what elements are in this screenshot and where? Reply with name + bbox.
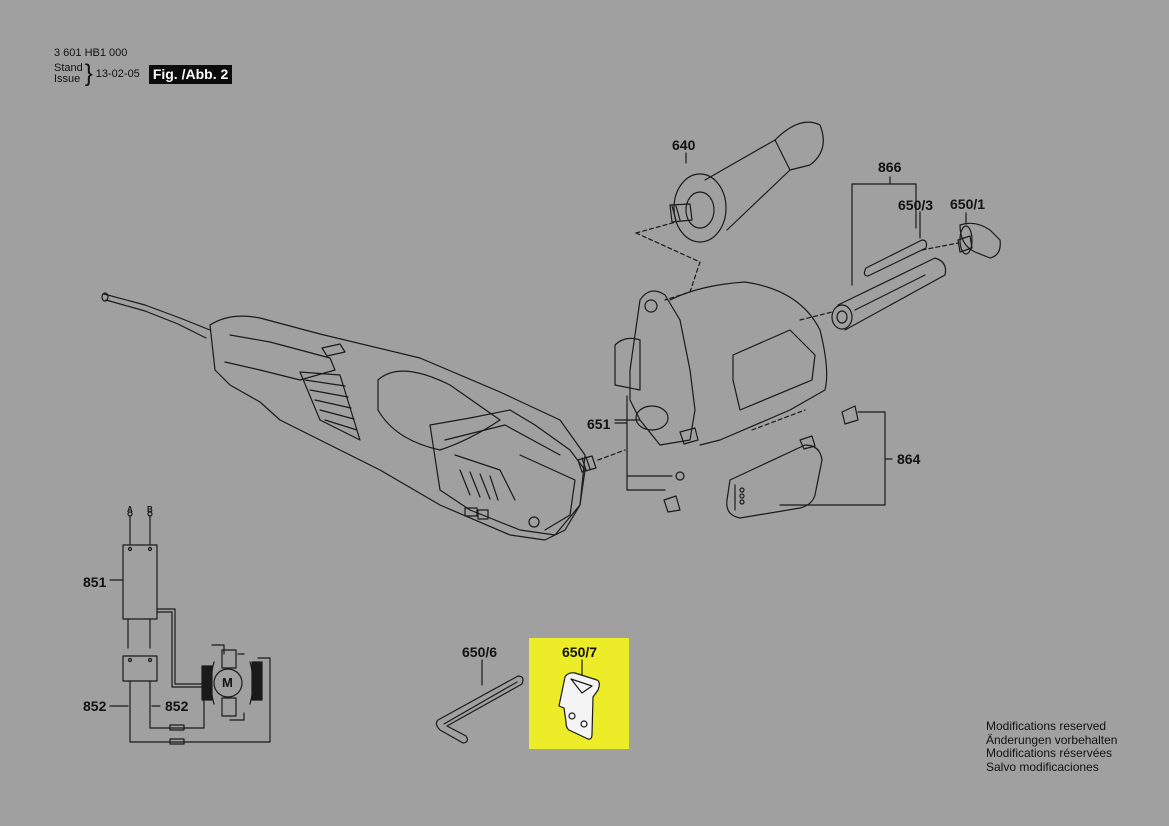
callout-852-left[interactable]: 852 [83, 698, 107, 714]
callout-650-3[interactable]: 650/3 [898, 197, 934, 213]
callout-852-right[interactable]: 852 [165, 698, 189, 714]
auxiliary-handle-640 [635, 121, 824, 301]
callout-851[interactable]: 851 [83, 574, 107, 590]
leader-lines [109, 152, 921, 707]
callout-640[interactable]: 640 [672, 137, 696, 153]
callout-866[interactable]: 866 [878, 159, 902, 175]
terminal-b-label: B [147, 505, 153, 514]
part-number: 3 601 HB1 000 [54, 47, 128, 59]
hex-key-650-6 [435, 675, 524, 744]
note-line: Modifications réservées [986, 746, 1113, 760]
callout-864[interactable]: 864 [897, 451, 921, 467]
note-line: Änderungen vorbehalten [986, 732, 1118, 747]
terminal-a-label: A [127, 505, 133, 514]
note-line: Salvo modificaciones [986, 759, 1099, 774]
note-line: Modifications reserved [986, 719, 1107, 733]
bracket-650-7 [558, 672, 600, 740]
issue-label: Issue [54, 73, 81, 85]
drawing-header: 3 601 HB1 000 Stand Issue } 13-02-05 Fig… [54, 47, 233, 87]
wiring-schematic [122, 511, 271, 745]
grinder-body-drawing [101, 292, 626, 541]
callout-651[interactable]: 651 [587, 416, 611, 432]
issue-date: 13-02-05 [95, 68, 140, 80]
flange-assembly-866 [799, 176, 1001, 331]
cover-864 [726, 405, 893, 519]
stand-issue-label: Stand Issue [54, 63, 83, 85]
brace-glyph: } [84, 60, 93, 87]
callout-650-6[interactable]: 650/6 [462, 644, 498, 660]
stand-label: Stand [54, 62, 83, 74]
guard-651 [614, 281, 828, 513]
motor-label: M [222, 675, 233, 690]
callout-650-1[interactable]: 650/1 [950, 196, 986, 212]
callout-650-7[interactable]: 650/7 [562, 644, 598, 660]
modifications-notice: Modifications reserved Änderungen vorbeh… [986, 719, 1118, 774]
figure-label: Fig. /Abb. 2 [148, 64, 233, 84]
